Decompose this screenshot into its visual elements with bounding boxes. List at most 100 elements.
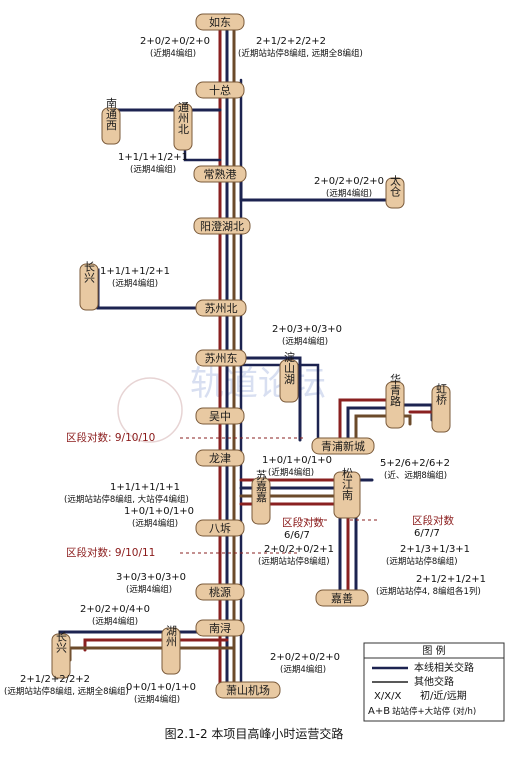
station-sujia-hub[interactable]: 苏嘉嘉 — [251, 469, 271, 525]
legend-item-4-value: 站站停+大站停 (对/h) — [392, 706, 476, 717]
label-changxing: 1+1/1+1/2+1 — [100, 266, 170, 277]
label-suzhou-north: 2+0/3+0/3+0 — [272, 324, 342, 335]
station-label: 青浦新城 — [321, 439, 365, 453]
station-changxing-south[interactable]: 长兴 — [51, 631, 71, 679]
station-label: 淀山湖 — [283, 350, 296, 385]
label-suzhou-north-note: (远期4编组) — [282, 336, 328, 347]
label-huzhou-note: (远期4编组) — [92, 616, 138, 627]
station-nantong-west[interactable]: 南通西 — [101, 97, 121, 145]
station-label: 八坼 — [209, 522, 231, 535]
station-taoyuan[interactable]: 桃源 — [195, 583, 245, 601]
label-bafang: 2+0/2+0/2+1 — [264, 544, 334, 555]
section-dashes — [180, 437, 380, 554]
station-label: 苏州东 — [205, 352, 238, 365]
legend-title: 图 例 — [422, 644, 445, 657]
label-changxing-note: (远期4编组) — [112, 278, 158, 289]
label-rudong-right-note: (近期站站停8编组, 远期全8编组) — [238, 48, 363, 59]
label-longjin: 1+0/1+0/1+0 — [262, 455, 332, 466]
label-huzhou-s: 0+0/1+0/1+0 — [126, 682, 196, 693]
station-label: 苏嘉嘉 — [255, 469, 268, 503]
station-nantong-north[interactable]: 通州北 — [173, 101, 193, 151]
label-nantong-note: (远期4编组) — [130, 164, 176, 175]
label-rudong-left: 2+0/2+0/2+0 — [140, 36, 210, 47]
label-hub-left: 1+1/1+1/1+1 — [110, 482, 180, 493]
station-label: 南通西 — [105, 97, 118, 130]
station-longjin[interactable]: 龙津 — [195, 449, 245, 467]
station-suzhou-east[interactable]: 苏州东 — [195, 349, 247, 367]
station-huzhou[interactable]: 湖州 — [161, 625, 181, 675]
station-dianshanhu[interactable]: 淀山湖 — [279, 350, 299, 403]
label-airport: 2+0/2+0/2+0 — [270, 652, 340, 663]
legend-item-1: 本线相关交路 — [414, 661, 474, 674]
label-taoyuan: 3+0/3+0/3+0 — [116, 572, 186, 583]
station-label: 嘉善 — [331, 591, 353, 605]
label-longjin-note: (近期4编组) — [268, 467, 314, 478]
station-bafang[interactable]: 八坼 — [195, 519, 245, 537]
station-label: 长兴 — [83, 261, 96, 283]
station-rudong[interactable]: 如东 — [195, 13, 245, 31]
label-changxing-s-note: (远期站站停8编组, 远期全8编组) — [4, 686, 129, 697]
legend-item-4-key: A+B — [368, 706, 390, 717]
station-changshugang[interactable]: 常熟港 — [193, 165, 247, 183]
station-label: 湖州 — [165, 625, 178, 647]
section-count-3-title: 区段对数 — [412, 514, 454, 527]
section-count-1: 区段对数: 9/10/10 — [66, 431, 155, 444]
station-label: 吴中 — [209, 410, 231, 423]
section-count-3-value: 6/7/7 — [414, 528, 440, 539]
label-qingpu-note: (近、远期8编组) — [384, 470, 447, 481]
label-rudong-left-note: (近期4编组) — [150, 48, 196, 59]
watermark-seal — [117, 377, 183, 443]
station-hongqiao[interactable]: 虹桥 — [431, 383, 451, 433]
station-label: 虹桥 — [435, 383, 448, 406]
label-jiashan: 2+1/3+1/3+1 — [400, 544, 470, 555]
label-bafang-note: (远期站站停8编组) — [258, 556, 330, 567]
watermark-text: 轨道论坛 — [190, 364, 326, 404]
station-suzhou-north[interactable]: 苏州北 — [195, 299, 247, 317]
station-songjiang[interactable]: 松江南 — [333, 466, 361, 519]
label-jiashan2: 2+1/2+1/2+1 — [416, 574, 486, 585]
service-labels: 2+0/2+0/2+0 (近期4编组) 2+1/2+2/2+2 (近期站站停8编… — [4, 36, 486, 705]
station-wuzhong[interactable]: 吴中 — [195, 407, 245, 425]
label-qingpu: 5+2/6+2/6+2 — [380, 458, 450, 469]
section-count-2-value: 6/6/7 — [284, 530, 310, 541]
station-label: 苏州北 — [205, 302, 238, 315]
station-label: 萧山机场 — [226, 683, 270, 697]
station-label: 常熟港 — [204, 167, 237, 181]
section-count-2-title: 区段对数 — [282, 516, 324, 529]
label-taoyuan-note: (远期4编组) — [126, 584, 172, 595]
station-label: 南浔 — [209, 622, 231, 635]
station-label: 松江南 — [341, 466, 354, 500]
label-jiashan-note: (远期站站停8编组) — [386, 556, 458, 567]
label-rudong-right: 2+1/2+2/2+2 — [256, 36, 326, 47]
station-xianshan-airport[interactable]: 萧山机场 — [215, 681, 281, 699]
station-jiashan[interactable]: 嘉善 — [315, 589, 369, 607]
label-jiashan2-note: (远期站站停4, 8编组各1列) — [376, 586, 481, 597]
station-label: 桃源 — [209, 585, 231, 599]
legend-item-2: 其他交路 — [414, 675, 454, 688]
station-label: 十总 — [209, 83, 231, 97]
label-nantong: 1+1/1+1/2+1 — [118, 152, 188, 163]
station-label: 华青路 — [389, 372, 402, 407]
label-hub-left2-note: (远期4编组) — [132, 518, 178, 529]
station-shizong[interactable]: 十总 — [195, 81, 245, 99]
station-changxing[interactable]: 长兴 — [79, 261, 99, 311]
station-qingpu-xincheng[interactable]: 青浦新城 — [311, 437, 375, 455]
station-label: 如东 — [209, 15, 231, 29]
station-label: 龙津 — [209, 452, 231, 465]
label-taicang: 2+0/2+0/2+0 — [314, 176, 384, 187]
station-taicang[interactable]: 太仓 — [385, 175, 405, 209]
label-airport-note: (远期4编组) — [280, 664, 326, 675]
station-yangchenghu-north[interactable]: 阳澄湖北 — [193, 217, 251, 235]
station-nanxun[interactable]: 南浔 — [195, 619, 245, 637]
label-huzhou-s-note: (远期4编组) — [134, 694, 180, 705]
station-huaqinglu[interactable]: 华青路 — [385, 372, 405, 429]
label-hub-left2: 1+0/1+0/1+0 — [124, 506, 194, 517]
label-taicang-note: (远期4编组) — [326, 188, 372, 199]
station-label: 长兴 — [55, 631, 68, 653]
station-label: 阳澄湖北 — [200, 219, 244, 233]
section-counts: 区段对数: 9/10/10 区段对数 6/6/7 区段对数 6/7/7 区段对数… — [66, 431, 454, 559]
station-label: 通州北 — [177, 101, 190, 134]
figure-caption: 图2.1-2 本项目高峰小时运营交路 — [165, 726, 344, 741]
legend-item-3-value: 初/近/远期 — [420, 689, 467, 702]
